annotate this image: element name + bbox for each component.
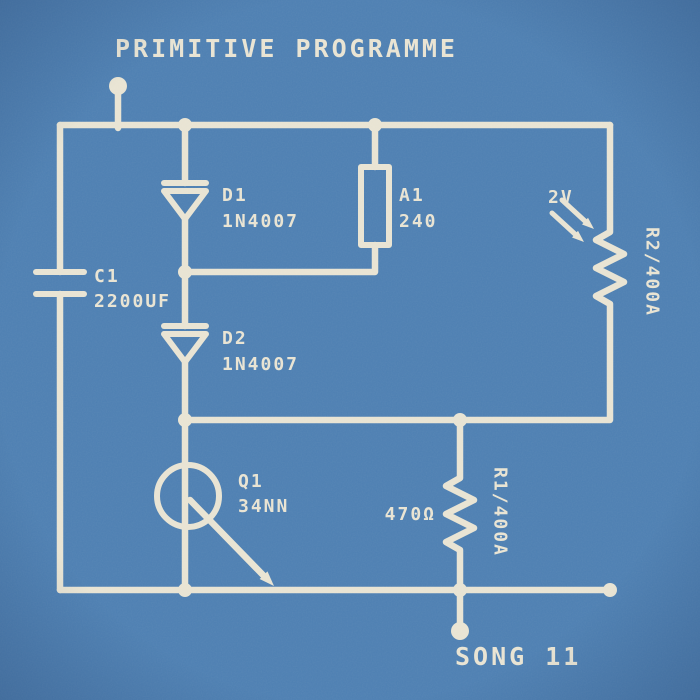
album-art: PRIMITIVE PROGRAMME C1 2200UF D1 1N4007 … bbox=[0, 0, 700, 700]
vignette-overlay bbox=[0, 0, 700, 700]
